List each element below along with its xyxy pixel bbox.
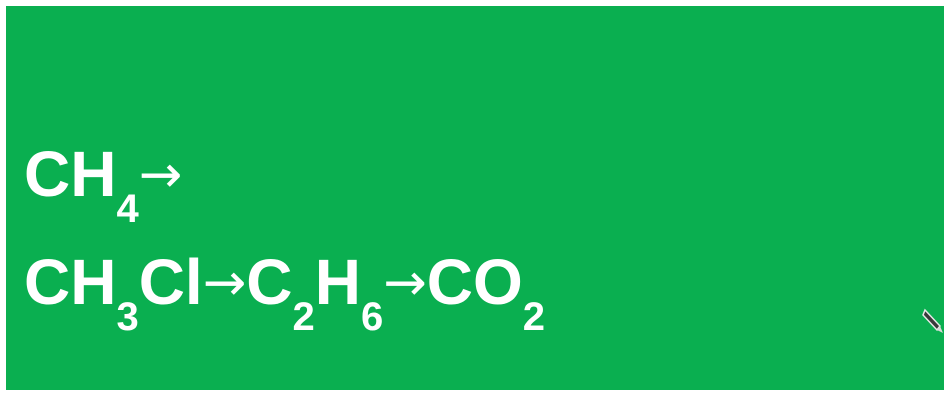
green-slide: CH4→ CH3Cl→C2H6→CO2 (6, 6, 944, 390)
formula-text-ch: CH (24, 138, 117, 210)
formula-text-co: CO (426, 246, 523, 318)
subscript-2: 2 (522, 295, 546, 339)
pen-cursor-icon (922, 308, 943, 333)
reaction-line-1: CH4→ (24, 142, 183, 229)
formula-text-h: H (314, 246, 361, 318)
formula-text-c: C (246, 246, 293, 318)
reaction-line-2: CH3Cl→C2H6→CO2 (24, 250, 545, 337)
subscript-6: 6 (360, 295, 384, 339)
subscript-4: 4 (116, 187, 139, 231)
reaction-arrow: → (138, 145, 183, 205)
subscript-3: 3 (116, 295, 139, 339)
formula-text-cl: Cl (138, 246, 203, 318)
reaction-arrow: → (202, 253, 247, 313)
formula-text-ch: CH (24, 246, 117, 318)
subscript-2: 2 (292, 295, 315, 339)
reaction-arrow: → (383, 253, 427, 313)
